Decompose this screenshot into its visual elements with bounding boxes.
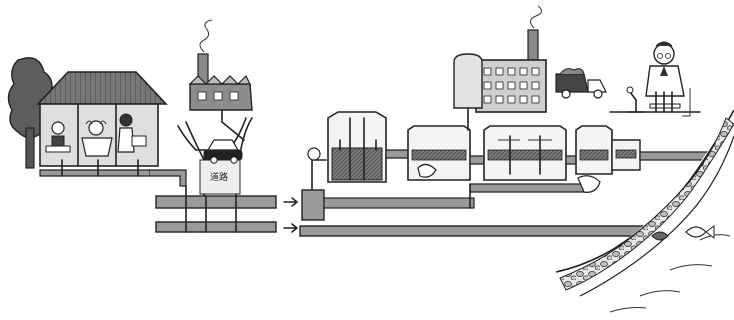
primary-sedimentation-tank — [407, 125, 471, 181]
treated-water-outlet — [639, 151, 713, 161]
treatment-plant — [323, 111, 713, 209]
stone-embankment — [559, 117, 734, 291]
storm-outflow-pipe — [299, 225, 734, 237]
dump-truck-icon — [555, 68, 607, 99]
house-wall — [39, 103, 159, 167]
bathtub — [81, 120, 113, 157]
house-roof — [36, 71, 168, 105]
fish-icon — [651, 231, 669, 241]
house — [36, 71, 187, 187]
sludge-treatment-building — [453, 5, 547, 131]
aeration-tank — [483, 125, 567, 181]
grit-chamber — [327, 111, 387, 183]
microscope-icon — [626, 86, 645, 113]
disinfection-tank — [611, 139, 641, 171]
sewer-pipe-upper — [155, 195, 277, 209]
fish-icon — [685, 225, 715, 239]
river — [555, 109, 734, 320]
test-tubes-icon — [649, 88, 691, 117]
flow-arrow-icon — [283, 197, 298, 207]
pumping-station — [299, 147, 734, 237]
storm-pipe-lower — [155, 221, 277, 233]
scientist — [645, 41, 685, 97]
final-sedimentation-tank — [575, 125, 613, 175]
resident-at-sink — [117, 113, 147, 153]
house-drain-pipe — [39, 169, 151, 177]
factory-small — [188, 19, 253, 141]
road: 道路 — [177, 117, 253, 197]
car-icon — [203, 139, 243, 164]
flow-arrow-icon — [283, 223, 298, 233]
resident-sitting — [45, 121, 71, 153]
sludge-return-pipe — [469, 183, 591, 193]
road-label: 道路 — [210, 171, 228, 183]
sewer-main-pipes — [155, 185, 298, 233]
